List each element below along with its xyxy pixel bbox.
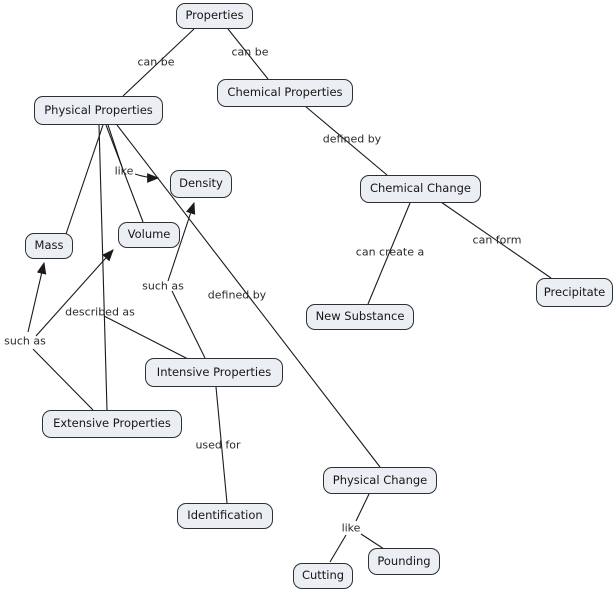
edge-label-can-create-a[interactable]: can create a — [355, 245, 425, 259]
edge-label-defined-by-chemical[interactable]: defined by — [322, 132, 382, 146]
node-pounding[interactable]: Pounding — [368, 548, 440, 575]
edge-label-such-as-intensive[interactable]: such as — [142, 279, 184, 293]
node-volume[interactable]: Volume — [118, 222, 180, 248]
edge-label-can-form[interactable]: can form — [472, 233, 522, 247]
node-chemical-properties[interactable]: Chemical Properties — [217, 79, 353, 107]
node-extensive-properties[interactable]: Extensive Properties — [42, 410, 182, 438]
edge-label-like-change[interactable]: like — [341, 521, 361, 535]
node-physical-change[interactable]: Physical Change — [323, 467, 437, 494]
node-cutting[interactable]: Cutting — [293, 563, 353, 589]
node-precipitate[interactable]: Precipitate — [536, 278, 613, 307]
edge-label-used-for[interactable]: used for — [195, 438, 241, 452]
node-intensive-properties[interactable]: Intensive Properties — [145, 358, 283, 387]
edge-label-described-as[interactable]: described as — [65, 305, 135, 319]
node-new-substance[interactable]: New Substance — [306, 304, 414, 330]
edge-label-defined-by-physical[interactable]: defined by — [207, 288, 267, 302]
node-mass[interactable]: Mass — [25, 233, 73, 259]
edge-label-like-physical[interactable]: like — [114, 164, 134, 178]
edge-label-such-as-extensive[interactable]: such as — [4, 334, 46, 348]
node-physical-properties[interactable]: Physical Properties — [34, 96, 163, 125]
node-identification[interactable]: Identification — [177, 503, 273, 529]
node-properties[interactable]: Properties — [176, 3, 253, 29]
edge-label-can-be-left[interactable]: can be — [137, 55, 175, 69]
edge-label-can-be-right[interactable]: can be — [231, 45, 269, 59]
node-chemical-change[interactable]: Chemical Change — [360, 175, 481, 203]
node-density[interactable]: Density — [170, 170, 232, 198]
